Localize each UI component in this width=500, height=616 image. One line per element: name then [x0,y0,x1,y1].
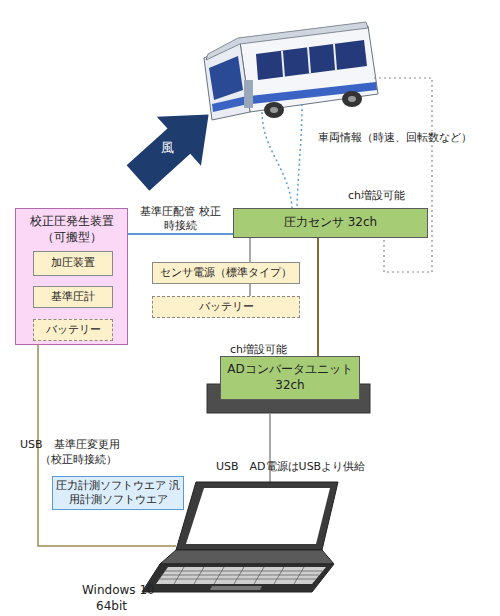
signal-label: 車両情報（時速、回転数など） [318,131,472,145]
software-box: 圧力計測ソフトウエア 汎用計測ソフトウエア [52,476,184,510]
node-text: 基準圧計 [51,290,95,304]
sensor-tube [297,104,302,208]
component-box: 加圧装置 [33,251,113,276]
wind-label: 風 [161,140,174,157]
node-text: バッテリー [46,323,101,337]
device-box: 校正圧発生装置 （可搬型） 加圧装置基準圧計バッテリー [15,208,128,345]
node-text: 圧力計測ソフトウエア 汎用計測ソフトウエア [53,479,183,508]
connector-line [249,284,251,296]
note-text: ch増設可能 [348,189,405,203]
node-text: 圧力センサ 32ch [284,215,377,231]
bus-illustration [204,22,378,120]
connector-line [317,238,319,356]
node-text: 加圧装置 [51,256,95,270]
sensor-tube [262,112,292,208]
node-text: センサ電源（標準タイプ） [160,266,292,280]
os-label: Windows 10 [82,583,155,599]
sensor-box: 圧力センサ 32ch [233,208,428,238]
wire-label: （校正時接続） [40,453,117,467]
note-text: ch増設可能 [230,343,287,357]
connector-line [128,233,233,235]
power-box: センサ電源（標準タイプ） [152,262,300,284]
battery-box: バッテリー [33,319,113,341]
wire-label: USB 基準圧変更用 [20,438,120,452]
node-text: バッテリー [199,300,254,314]
os-label: 64bit [96,599,127,615]
wind-arrow [116,90,231,203]
battery-box: バッテリー [152,296,300,318]
connector-label: 基準圧配管 校正時接続 [136,205,226,233]
node-text: ADコンバータユニット 32ch [221,362,359,393]
component-box: 基準圧計 [33,286,113,308]
wire-label: USB AD電源はUSBより供給 [216,460,365,474]
connector-line [249,238,251,262]
converter-box: ADコンバータユニット 32ch [220,356,360,400]
usb-wire [269,413,271,484]
node-text: 校正圧発生装置 （可搬型） [16,214,127,245]
vehicle-info-wire [374,78,432,272]
